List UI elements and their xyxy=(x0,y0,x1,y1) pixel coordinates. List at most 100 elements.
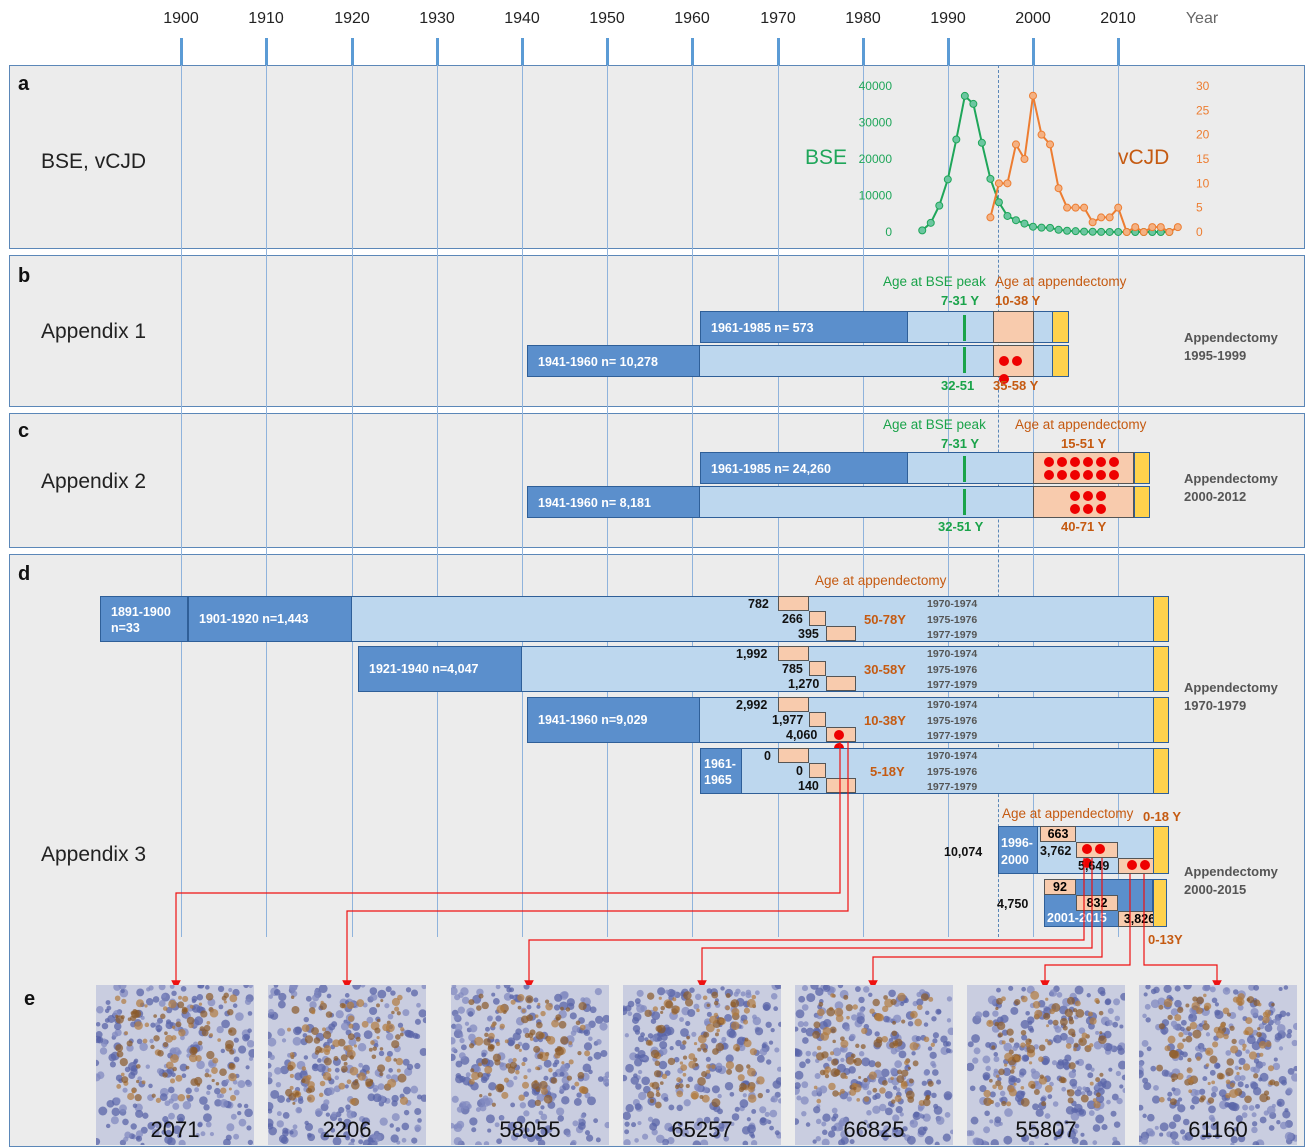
bse-line xyxy=(921,93,1170,233)
vcjd-point xyxy=(1097,213,1106,222)
vcjd-point xyxy=(1071,203,1080,212)
bse-point xyxy=(1097,227,1106,236)
bse-peak-line xyxy=(963,489,966,515)
bse-point xyxy=(1063,226,1072,235)
present-marker xyxy=(1153,596,1169,642)
year-tick xyxy=(265,38,268,70)
bse-label: BSE xyxy=(805,146,848,169)
vcjd-axis-tick: 20 xyxy=(1196,128,1210,142)
present-marker xyxy=(1134,486,1150,518)
positive-dot xyxy=(998,356,1009,366)
vcjd-point xyxy=(1088,218,1097,227)
age-range: 0-13Y xyxy=(1148,932,1183,947)
count: 92 xyxy=(1044,879,1076,895)
count: 0 xyxy=(764,749,771,763)
vcjd-point xyxy=(1037,130,1046,139)
bse-peak-heading: Age at BSE peak xyxy=(883,274,986,289)
ihc-image: 2206 xyxy=(268,985,426,1145)
age-range: 0-18 Y xyxy=(1143,809,1182,824)
bse-point xyxy=(1003,211,1012,220)
year-2000: 2000 xyxy=(1015,10,1051,27)
vcjd-point xyxy=(1029,91,1037,100)
count: 395 xyxy=(798,627,819,641)
bse-axis-tick: 30000 xyxy=(859,116,893,130)
bse-point xyxy=(1105,227,1114,236)
count: 1,977 xyxy=(772,713,804,727)
cohort-1961-1965: 1961-1965 xyxy=(700,748,742,794)
year-1970: 1970 xyxy=(760,10,796,27)
count: 3,762 xyxy=(1040,844,1072,858)
panel-c-label: c xyxy=(18,420,30,442)
count: 832 xyxy=(1076,895,1118,911)
year-2010: 2010 xyxy=(1100,10,1136,27)
vcjd-point xyxy=(1020,155,1029,163)
count: 1,270 xyxy=(788,677,820,691)
vcjd-point xyxy=(1131,223,1140,232)
present-marker xyxy=(1134,452,1150,484)
cohort-1941-1960: 1941-1960 n=9,029 xyxy=(527,697,700,743)
bse-axis-tick: 10000 xyxy=(859,189,893,203)
appendectomy-age-top: 15-51 Y xyxy=(1061,436,1107,451)
bse-point xyxy=(1054,225,1063,234)
appendectomy-1970-1974 xyxy=(778,596,809,611)
bse-peak-age-top: 7-31 Y xyxy=(941,293,980,308)
bse-point xyxy=(986,174,995,183)
vcjd-axis-tick: 10 xyxy=(1196,176,1210,190)
ihc-image: 61160 xyxy=(1139,985,1297,1145)
appendectomy-age-bottom: 40-71 Y xyxy=(1061,519,1107,534)
year-tick xyxy=(436,38,439,70)
bse-axis-tick: 20000 xyxy=(859,152,893,166)
count: 266 xyxy=(782,612,803,626)
vcjd-point xyxy=(1173,223,1182,232)
vcjd-axis-tick: 25 xyxy=(1196,103,1210,117)
present-marker xyxy=(1153,748,1169,794)
year-1960: 1960 xyxy=(674,10,710,27)
vcjd-point xyxy=(1156,223,1165,232)
bse-point xyxy=(960,91,969,100)
year-tick xyxy=(947,38,950,70)
year-1950: 1950 xyxy=(589,10,625,27)
positive-dot xyxy=(998,374,1009,384)
count: 2,992 xyxy=(736,698,768,712)
vcjd-label: vCJD xyxy=(1118,146,1170,169)
bse-axis-tick: 0 xyxy=(885,225,892,239)
cohort-1921-1940: 1921-1940 n=4,047 xyxy=(358,646,522,692)
count: 4,060 xyxy=(786,728,818,742)
year-1930: 1930 xyxy=(419,10,455,27)
bse-point xyxy=(952,135,961,144)
year-tick xyxy=(606,38,609,70)
bse-point xyxy=(1011,216,1020,225)
ihc-image: 58055 xyxy=(451,985,609,1145)
vcjd-point xyxy=(994,179,1003,188)
bse-point xyxy=(1037,223,1046,232)
bse-point xyxy=(1020,219,1029,228)
present-marker xyxy=(1052,311,1069,343)
bse-point xyxy=(1046,223,1055,232)
cohort-total: 10,074 xyxy=(944,845,983,859)
bse-peak-heading: Age at BSE peak xyxy=(883,417,986,432)
appendectomy-window-positive xyxy=(1033,452,1134,484)
bse-peak-age-top: 7-31 Y xyxy=(941,436,980,451)
count: 782 xyxy=(748,597,769,611)
panel-d-label: d xyxy=(18,563,31,585)
panel-a-label: a xyxy=(18,73,30,95)
appendectomy-window-positive xyxy=(993,345,1034,384)
appendectomy-window-positive xyxy=(1033,486,1134,518)
bse-point xyxy=(918,226,927,235)
count: 5,649 xyxy=(1078,859,1110,873)
vcjd-point xyxy=(1139,228,1148,236)
panel-b xyxy=(9,255,1305,407)
year-tick xyxy=(1117,38,1120,70)
appendectomy-age-bottom: 35-58 Y xyxy=(993,378,1039,393)
year-tick xyxy=(1032,38,1035,70)
bse-point xyxy=(1071,227,1080,236)
positive-dot xyxy=(1011,356,1022,366)
vcjd-point xyxy=(1046,140,1055,149)
appendectomy-heading: Age at appendectomy xyxy=(995,274,1127,289)
vcjd-point xyxy=(1148,223,1157,232)
